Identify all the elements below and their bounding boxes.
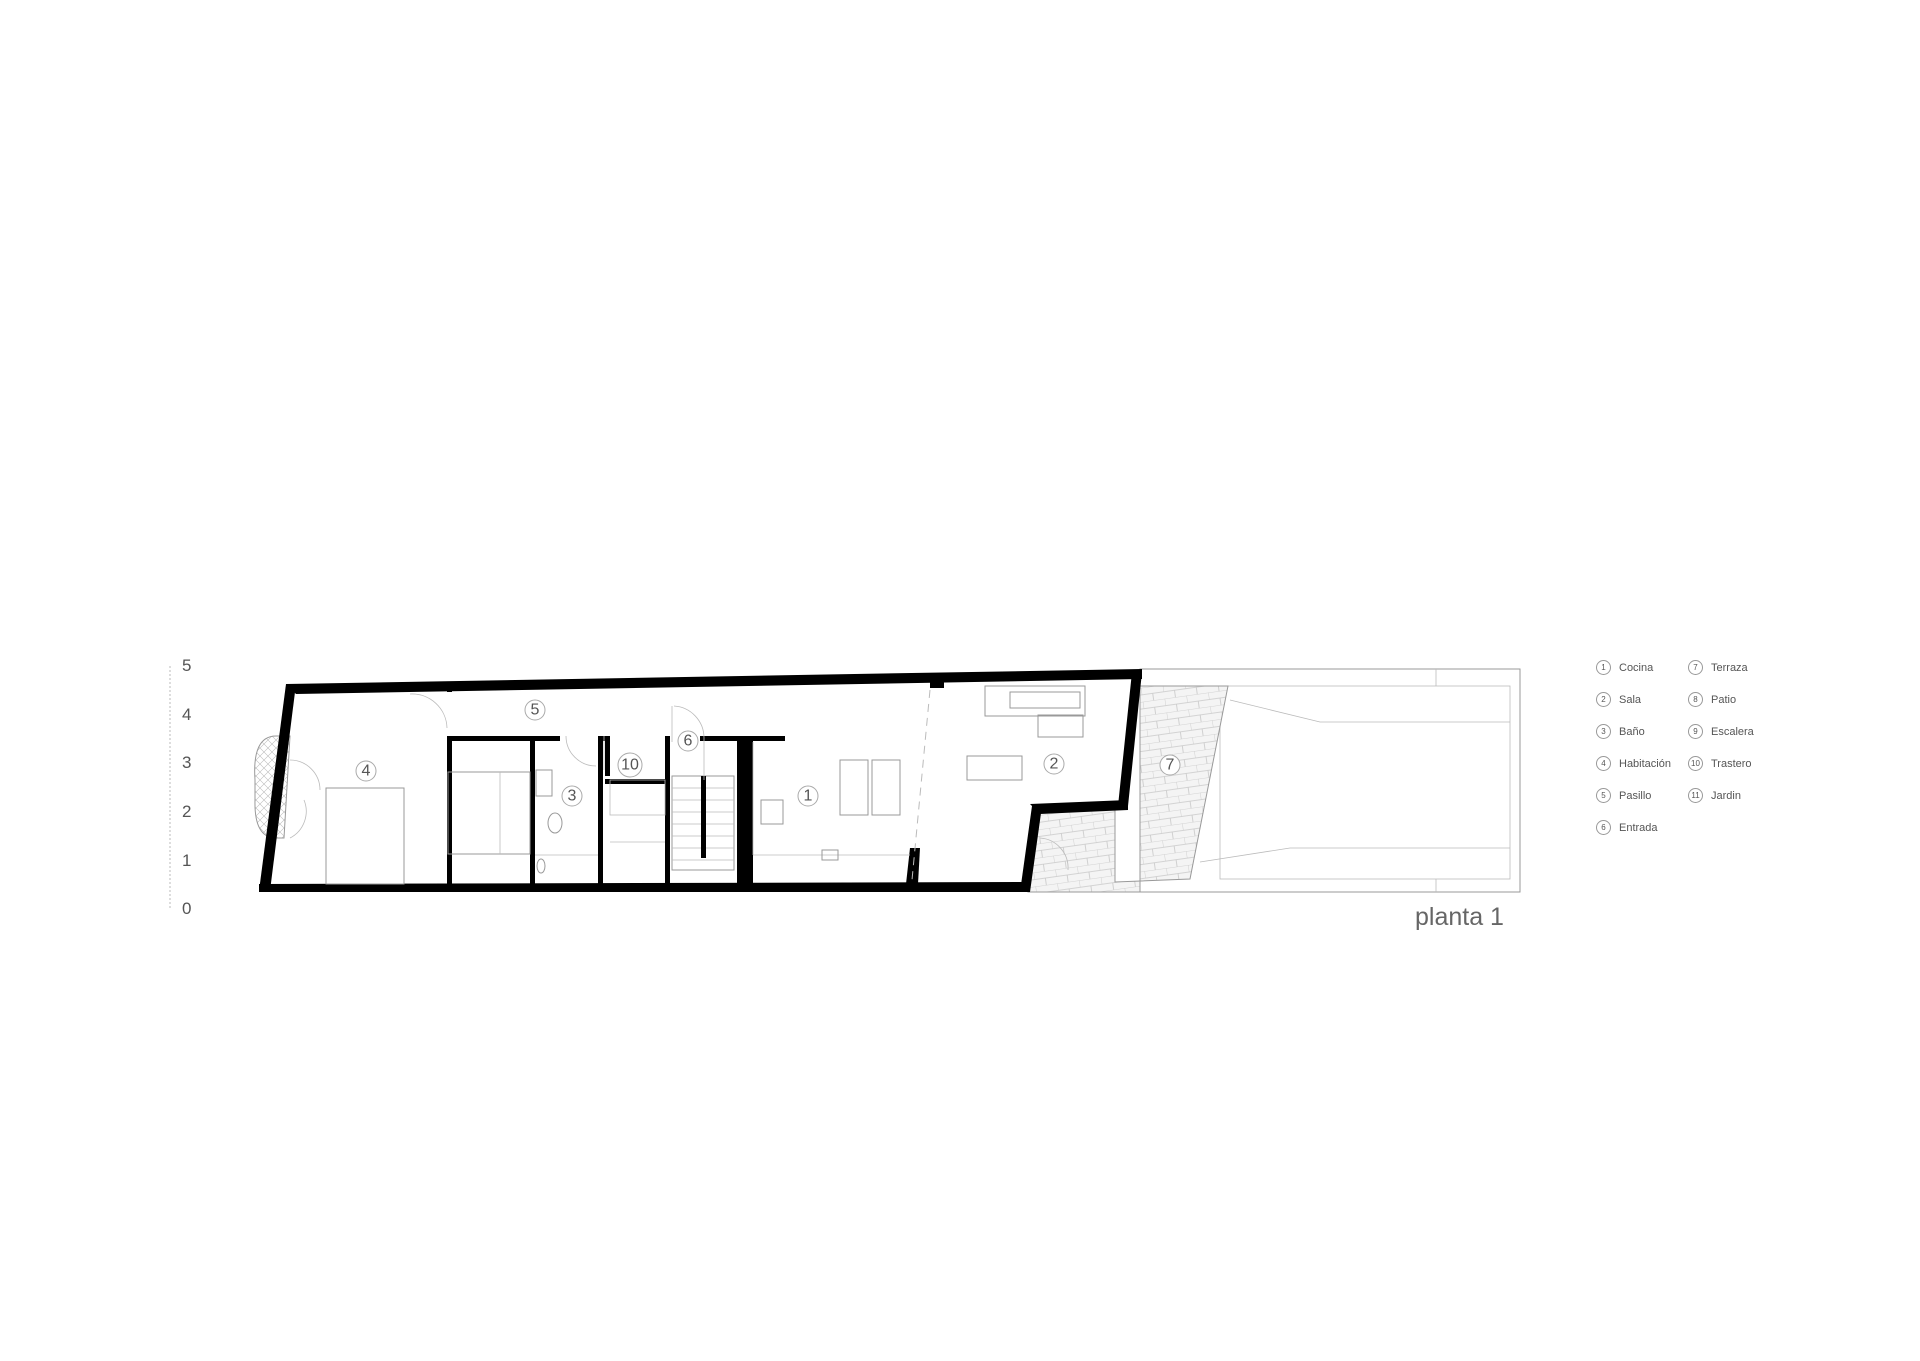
room-label-7: 7 bbox=[1159, 754, 1181, 776]
room-label-4: 4 bbox=[355, 760, 377, 782]
room-label-3: 3 bbox=[561, 785, 583, 807]
legend-item-cocina: 1 Cocina bbox=[1596, 660, 1653, 675]
legend-item-pasillo: 5 Pasillo bbox=[1596, 788, 1651, 803]
interior-walls bbox=[447, 676, 944, 886]
legend-item-trastero: 10 Trastero bbox=[1688, 756, 1752, 771]
legend-label: Terraza bbox=[1711, 661, 1748, 674]
svg-text:6: 6 bbox=[684, 733, 693, 750]
legend: 1 Cocina 2 Sala 3 Baño 4 Habitación 5 Pa… bbox=[1596, 660, 1796, 850]
svg-text:4: 4 bbox=[362, 763, 371, 780]
garden-area bbox=[1139, 668, 1521, 893]
legend-label: Baño bbox=[1619, 725, 1645, 738]
legend-item-jardin: 11 Jardin bbox=[1688, 788, 1741, 803]
room-label-10: 10 bbox=[617, 752, 643, 778]
room-label-6: 6 bbox=[677, 730, 699, 752]
legend-label: Cocina bbox=[1619, 661, 1654, 674]
legend-item-bano: 3 Baño bbox=[1596, 724, 1645, 739]
scale-tick-3: 3 bbox=[182, 753, 191, 772]
scale-tick-1: 1 bbox=[182, 851, 191, 870]
legend-item-terraza: 7 Terraza bbox=[1688, 660, 1748, 675]
room-labels: 1 2 3 4 5 6 7 10 bbox=[355, 699, 1181, 807]
legend-label: Habitación bbox=[1619, 757, 1671, 770]
legend-label: Trastero bbox=[1711, 757, 1752, 770]
room-label-5: 5 bbox=[524, 699, 546, 721]
legend-label: Patio bbox=[1711, 693, 1737, 706]
legend-item-entrada: 6 Entrada bbox=[1596, 820, 1658, 835]
scale-tick-5: 5 bbox=[182, 656, 191, 675]
legend-label: Pasillo bbox=[1619, 789, 1652, 802]
scale-tick-2: 2 bbox=[182, 802, 191, 821]
legend-item-habitacion: 4 Habitación bbox=[1596, 756, 1671, 771]
room-label-1: 1 bbox=[797, 785, 819, 807]
svg-text:2: 2 bbox=[1050, 756, 1059, 773]
svg-text:10: 10 bbox=[621, 757, 639, 774]
door-swings bbox=[289, 693, 1069, 871]
scale-bar: 0 1 2 3 4 5 bbox=[169, 656, 191, 918]
plan-title: planta 1 bbox=[1415, 903, 1504, 931]
svg-text:1: 1 bbox=[804, 788, 813, 805]
scale-tick-4: 4 bbox=[182, 705, 191, 724]
svg-text:7: 7 bbox=[1166, 757, 1175, 774]
legend-label: Jardin bbox=[1711, 789, 1741, 802]
fixtures bbox=[325, 685, 1086, 885]
legend-label: Entrada bbox=[1619, 821, 1658, 834]
room-label-2: 2 bbox=[1043, 753, 1065, 775]
legend-item-sala: 2 Sala bbox=[1596, 692, 1641, 707]
legend-item-escalera: 9 Escalera bbox=[1688, 724, 1754, 739]
svg-text:3: 3 bbox=[568, 788, 577, 805]
svg-text:5: 5 bbox=[531, 702, 540, 719]
legend-label: Sala bbox=[1619, 693, 1642, 706]
scale-tick-0: 0 bbox=[182, 899, 191, 918]
legend-label: Escalera bbox=[1711, 725, 1754, 738]
legend-item-patio: 8 Patio bbox=[1688, 692, 1736, 707]
